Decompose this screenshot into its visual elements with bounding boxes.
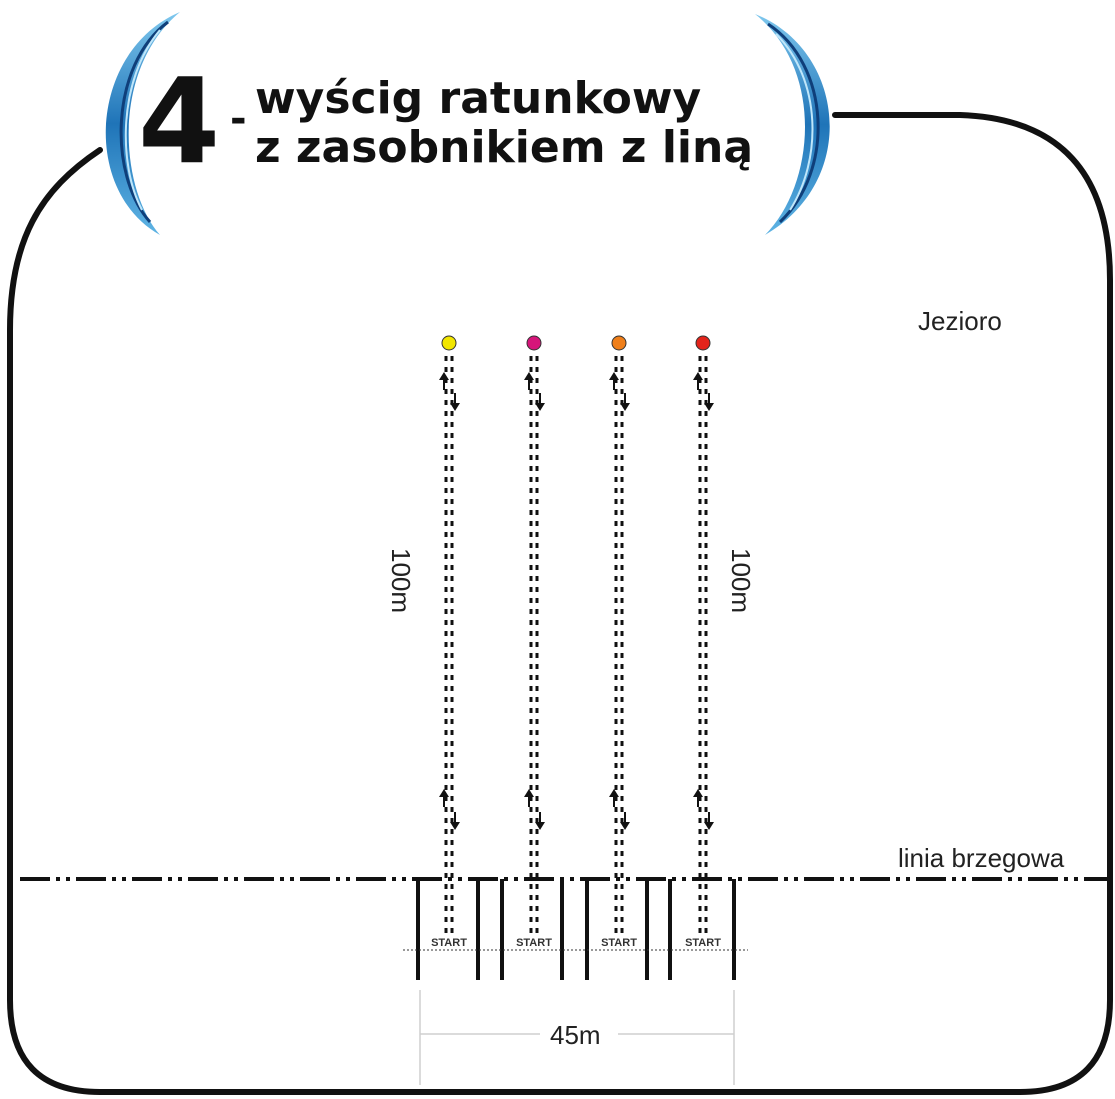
distance-label-left: 100m <box>386 548 416 613</box>
arrow-down-icon <box>704 393 714 411</box>
width-measure: 45m <box>419 990 735 1085</box>
lanes: START START START START <box>416 335 736 980</box>
start-label: START <box>685 937 721 949</box>
arrow-up-icon <box>439 789 449 807</box>
arrow-down-icon <box>704 812 714 830</box>
arrow-up-icon <box>524 789 534 807</box>
left-wave-bracket-icon <box>105 12 180 235</box>
shoreline-label: linia brzegowa <box>898 843 1065 873</box>
title-dash: - <box>230 96 247 142</box>
lane-1: START <box>416 335 480 980</box>
arrow-up-icon <box>524 372 534 390</box>
title-line1: wyścig ratunkowy <box>255 73 701 124</box>
buoy-icon <box>441 335 457 351</box>
arena-border <box>7 112 1113 1095</box>
start-label: START <box>516 937 552 949</box>
arrow-down-icon <box>620 812 630 830</box>
arrow-up-icon <box>693 789 703 807</box>
lane-2: START <box>500 335 564 980</box>
title-number: 4 <box>138 52 220 190</box>
arrow-down-icon <box>535 393 545 411</box>
arrow-up-icon <box>439 372 449 390</box>
lane-4: START <box>668 335 736 980</box>
start-label: START <box>431 937 467 949</box>
buoy-icon <box>526 335 542 351</box>
arrow-down-icon <box>535 812 545 830</box>
buoy-icon <box>695 335 711 351</box>
buoy-icon <box>611 335 627 351</box>
arrow-down-icon <box>620 393 630 411</box>
start-label: START <box>601 937 637 949</box>
right-wave-bracket-icon <box>755 14 830 235</box>
arrow-up-icon <box>693 372 703 390</box>
arrow-down-icon <box>450 393 460 411</box>
distance-label-right: 100m <box>726 548 756 613</box>
arrow-up-icon <box>609 789 619 807</box>
lake-label: Jezioro <box>918 306 1002 336</box>
lane-3: START <box>585 335 649 980</box>
arrow-up-icon <box>609 372 619 390</box>
width-label: 45m <box>550 1020 601 1050</box>
arrow-down-icon <box>450 812 460 830</box>
title-line2: z zasobnikiem z liną <box>255 122 753 173</box>
